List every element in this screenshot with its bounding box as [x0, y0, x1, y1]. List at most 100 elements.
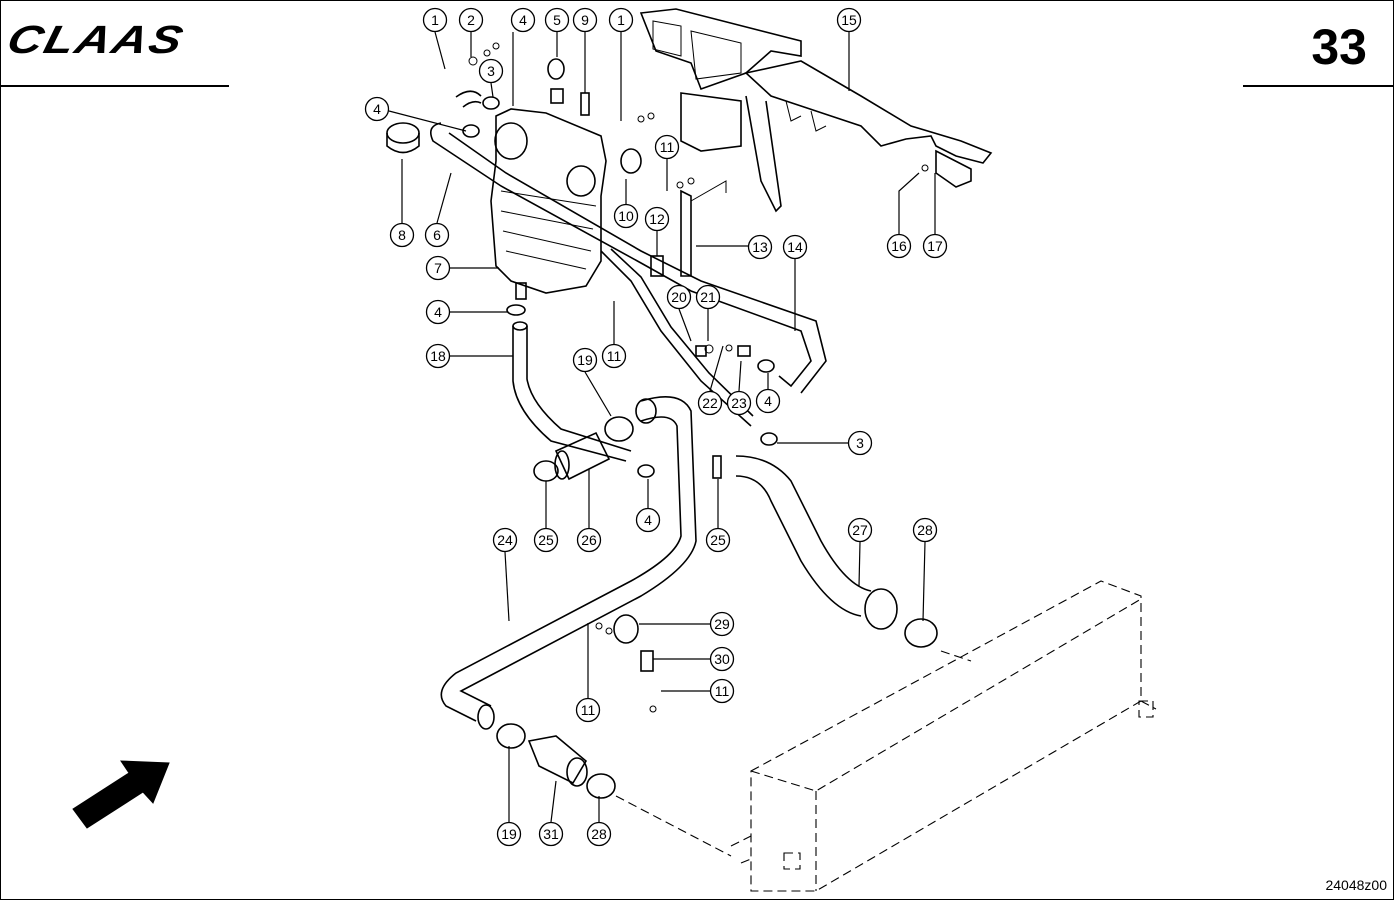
svg-text:29: 29 — [714, 616, 730, 632]
svg-text:11: 11 — [715, 683, 730, 699]
callout-3: 3 — [847, 430, 873, 456]
callout-19: 19 — [572, 347, 598, 373]
svg-text:11: 11 — [660, 139, 675, 155]
svg-text:1: 1 — [617, 12, 625, 28]
svg-text:19: 19 — [501, 826, 517, 842]
callout-11: 11 — [709, 678, 735, 704]
callout-leaders — [388, 31, 936, 823]
callout-28: 28 — [912, 517, 938, 543]
direction-arrow — [72, 760, 170, 829]
callout-20: 20 — [666, 284, 692, 310]
svg-text:11: 11 — [607, 348, 622, 364]
svg-text:27: 27 — [852, 522, 868, 538]
callout-6: 6 — [424, 222, 450, 248]
callout-3: 3 — [478, 58, 504, 84]
callout-12: 12 — [644, 206, 670, 232]
svg-text:30: 30 — [714, 651, 730, 667]
callout-19: 19 — [496, 821, 522, 847]
callout-22: 22 — [697, 390, 723, 416]
radiator-outline-drawing — [615, 580, 1157, 892]
svg-text:4: 4 — [764, 393, 772, 409]
callout-8: 8 — [389, 222, 415, 248]
callout-15: 15 — [836, 7, 862, 33]
svg-text:16: 16 — [891, 238, 907, 254]
callout-4: 4 — [510, 7, 536, 33]
callout-2: 2 — [458, 7, 484, 33]
svg-text:23: 23 — [731, 395, 747, 411]
svg-text:25: 25 — [710, 532, 726, 548]
callout-7: 7 — [425, 255, 451, 281]
sleeve-31-drawing — [527, 735, 588, 787]
callout-4: 4 — [425, 299, 451, 325]
svg-text:25: 25 — [538, 532, 554, 548]
svg-text:20: 20 — [671, 289, 687, 305]
page-number-rule — [1243, 85, 1393, 87]
svg-text:2: 2 — [467, 12, 475, 28]
sleeve-26-drawing — [554, 431, 611, 481]
svg-text:1: 1 — [431, 12, 439, 28]
callout-11: 11 — [654, 134, 680, 160]
callout-31: 31 — [538, 821, 564, 847]
svg-text:5: 5 — [553, 12, 561, 28]
svg-text:4: 4 — [644, 512, 652, 528]
logo-rule — [1, 85, 229, 87]
callout-18: 18 — [425, 343, 451, 369]
svg-text:4: 4 — [434, 304, 442, 320]
svg-text:28: 28 — [591, 826, 607, 842]
svg-text:7: 7 — [434, 260, 442, 276]
svg-text:13: 13 — [752, 239, 768, 255]
callout-11: 11 — [601, 343, 627, 369]
svg-text:8: 8 — [398, 227, 406, 243]
hose-6-drawing — [430, 122, 827, 394]
hose-upper-drawing — [455, 90, 754, 427]
callout-24: 24 — [492, 527, 518, 553]
hose-27-drawing — [735, 455, 898, 630]
callout-23: 23 — [726, 390, 752, 416]
callout-29: 29 — [709, 611, 735, 637]
callout-1: 1 — [422, 7, 448, 33]
svg-text:9: 9 — [581, 12, 589, 28]
callout-25: 25 — [705, 527, 731, 553]
callout-1: 1 — [608, 7, 634, 33]
callout-9: 9 — [572, 7, 598, 33]
callout-30: 30 — [709, 646, 735, 672]
svg-text:4: 4 — [373, 101, 381, 117]
svg-text:15: 15 — [841, 12, 857, 28]
expansion-tank-drawing — [490, 108, 607, 300]
svg-text:3: 3 — [856, 435, 864, 451]
svg-text:12: 12 — [649, 211, 665, 227]
svg-text:4: 4 — [519, 12, 527, 28]
svg-text:14: 14 — [787, 239, 803, 255]
callout-4: 4 — [635, 507, 661, 533]
svg-text:28: 28 — [917, 522, 933, 538]
svg-text:22: 22 — [702, 395, 718, 411]
svg-text:26: 26 — [581, 532, 597, 548]
hose-24-drawing — [440, 395, 697, 730]
callout-14: 14 — [782, 234, 808, 260]
callout-11: 11 — [575, 697, 601, 723]
callout-4: 4 — [364, 96, 390, 122]
page-number: 33 — [1311, 19, 1367, 75]
svg-text:31: 31 — [543, 826, 559, 842]
svg-text:19: 19 — [577, 352, 593, 368]
callout-28: 28 — [586, 821, 612, 847]
svg-text:6: 6 — [433, 227, 441, 243]
drawing-code: 24048z00 — [1325, 877, 1387, 893]
callout-4: 4 — [755, 388, 781, 414]
callout-5: 5 — [544, 7, 570, 33]
hose-18-drawing — [512, 321, 632, 462]
svg-text:10: 10 — [618, 208, 634, 224]
tank-cap-drawing — [386, 122, 420, 154]
svg-text:24: 24 — [497, 532, 513, 548]
callout-26: 26 — [576, 527, 602, 553]
callout-16: 16 — [886, 233, 912, 259]
callout-13: 13 — [747, 234, 773, 260]
svg-text:3: 3 — [487, 63, 495, 79]
svg-text:17: 17 — [927, 238, 943, 254]
svg-text:21: 21 — [700, 289, 716, 305]
callout-27: 27 — [847, 517, 873, 543]
callout-10: 10 — [613, 203, 639, 229]
callout-25: 25 — [533, 527, 559, 553]
